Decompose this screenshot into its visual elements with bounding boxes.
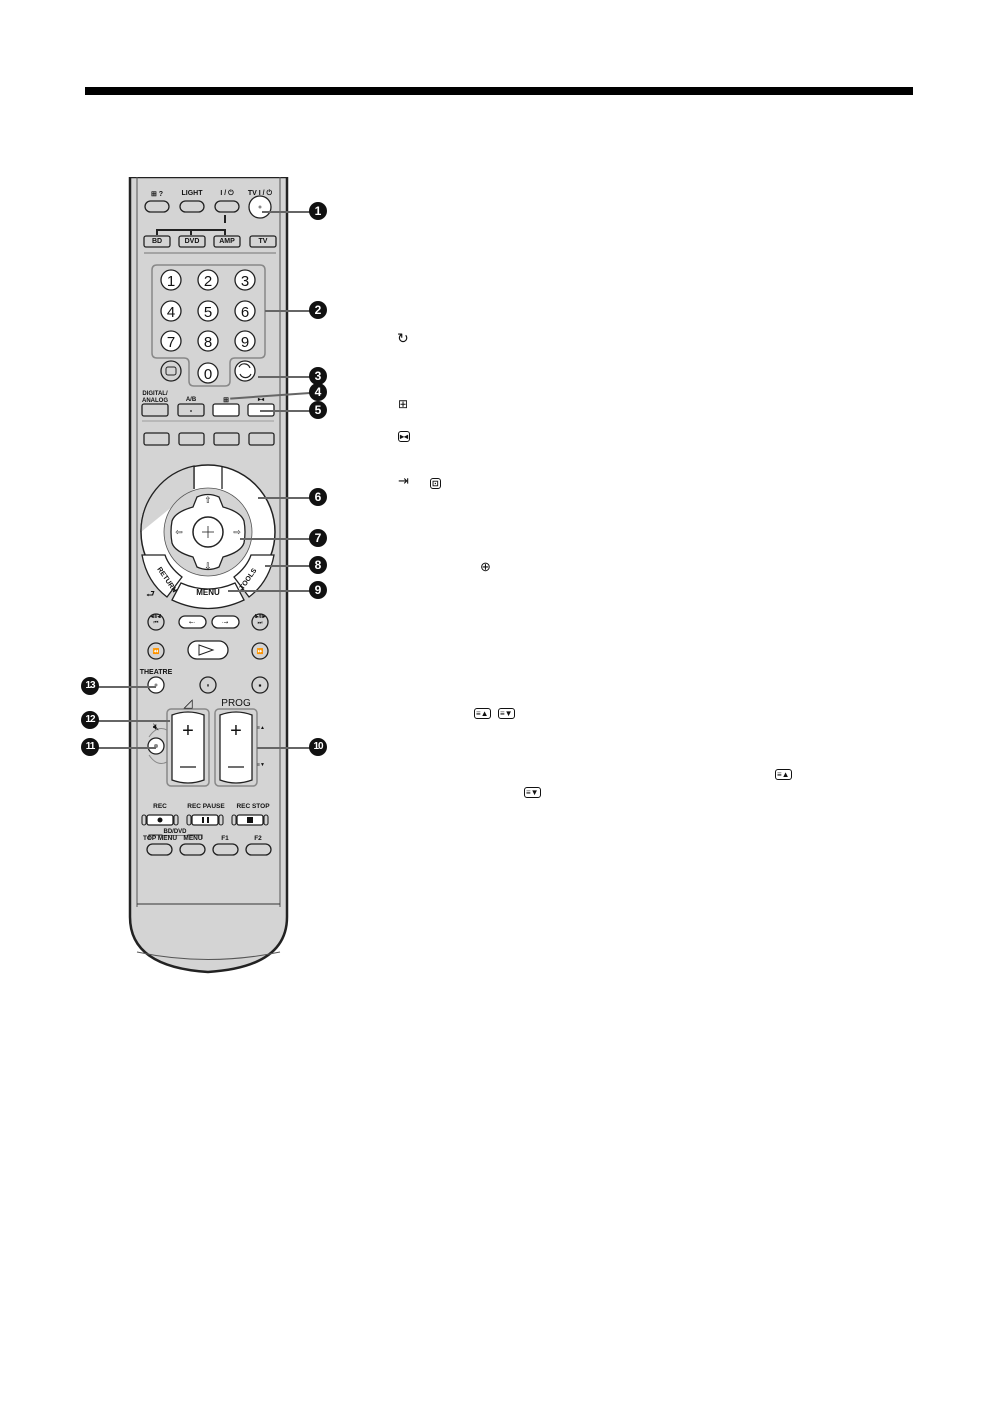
rec-label: REC <box>153 803 167 810</box>
svg-text:0: 0 <box>204 366 212 383</box>
callout-10: 10 <box>309 738 327 756</box>
mute-icon: 🔇︎ <box>152 722 160 733</box>
svg-text:6: 6 <box>241 304 249 321</box>
svg-text:⇦: ⇦ <box>175 528 183 538</box>
page-down-icon: ≡▼ <box>257 762 265 768</box>
callout-1: 1 <box>309 202 327 220</box>
freeze-icon: ▸◂ <box>257 397 265 403</box>
svg-text:2: 2 <box>204 273 212 290</box>
freeze-icon-text: ▸◂ <box>398 431 411 442</box>
callout-6: 6 <box>309 488 327 506</box>
callout-13: 13 <box>81 677 99 695</box>
rec-stop-label: REC STOP <box>236 803 270 810</box>
header-rule <box>85 87 913 95</box>
leader-line-10 <box>257 747 310 749</box>
wide-mode-icon: ⊞ <box>223 397 229 404</box>
callout-4: 4 <box>309 383 327 401</box>
callout-8: 8 <box>309 556 327 574</box>
analog-label: ANALOG <box>142 398 168 404</box>
leader-line-8 <box>265 565 310 567</box>
mode-button-amp[interactable]: AMP <box>219 238 235 245</box>
svg-text:⏪: ⏪ <box>153 648 160 655</box>
leader-line-1 <box>262 211 310 213</box>
next-slow-label: I▸/II▸ <box>254 614 266 620</box>
f1-label: F1 <box>221 835 229 842</box>
svg-text:⇧: ⇧ <box>204 496 212 506</box>
mode-button-bd[interactable]: BD <box>151 238 163 245</box>
svg-text:9: 9 <box>241 334 249 351</box>
callout-2: 2 <box>309 301 327 319</box>
tv-power-label: TV I / ⏻ <box>247 190 273 197</box>
callout-5: 5 <box>309 401 327 419</box>
tv-power-button[interactable] <box>249 196 271 218</box>
callout-12: 12 <box>81 711 99 729</box>
svg-text:+: + <box>182 720 194 742</box>
theatre-label: THEATRE <box>139 669 173 676</box>
menu-label: MENU <box>183 835 203 842</box>
ab-label: A/B <box>185 397 197 403</box>
page-down-icon-text: ≡▼ <box>498 708 515 719</box>
volume-rocker[interactable] <box>172 713 204 785</box>
ok-button-icon: ⊕ <box>480 559 491 574</box>
svg-text:⏮: ⏮ <box>154 620 159 626</box>
leader-line-3 <box>258 376 310 378</box>
svg-text:⏭: ⏭ <box>258 620 263 626</box>
leader-line-11 <box>98 747 156 749</box>
prog-label: PROG <box>221 698 251 709</box>
wide-mode-icon-text: ⊞ <box>398 397 409 411</box>
light-label: LIGHT <box>181 190 203 197</box>
leader-line-12 <box>98 720 170 722</box>
leader-line-2 <box>265 310 310 312</box>
svg-text:←·: ←· <box>189 620 196 626</box>
leader-line-5 <box>260 410 310 412</box>
bd-dvd-label: BD/DVD <box>162 829 188 835</box>
svg-text:+: + <box>230 720 242 742</box>
svg-text:3: 3 <box>241 273 249 290</box>
rec-pause-label: REC PAUSE <box>187 803 225 810</box>
page-up-icon-text-2: ≡▲ <box>775 769 792 780</box>
svg-text:1: 1 <box>167 273 175 290</box>
amp-power-label: I / ⏻ <box>220 190 234 197</box>
svg-text:4: 4 <box>167 304 175 321</box>
amp-power-button[interactable] <box>215 201 239 212</box>
prog-rocker[interactable] <box>220 713 252 785</box>
svg-text:⮐: ⮐ <box>146 589 155 600</box>
prev-slow-label: ◂II/◂I <box>150 614 162 620</box>
svg-text:⇨: ⇨ <box>233 528 241 538</box>
f2-label: F2 <box>254 835 262 842</box>
page-up-icon-text: ≡▲ <box>474 708 491 719</box>
teletext-help-label: ⊞ ? <box>150 191 164 198</box>
callout-9: 9 <box>309 581 327 599</box>
svg-text:⏸: ⏸ <box>207 683 210 689</box>
leader-line-6 <box>258 497 310 499</box>
callout-7: 7 <box>309 529 327 547</box>
digital-label: DIGITAL/ <box>142 391 168 397</box>
mode-button-tv[interactable]: TV <box>258 238 268 245</box>
page-up-icon: ≡▲ <box>257 725 265 731</box>
svg-text:⏩: ⏩ <box>257 648 264 655</box>
top-menu-label: TOP MENU <box>142 835 178 842</box>
light-button[interactable] <box>180 201 204 212</box>
leader-line-13 <box>98 686 156 688</box>
callout-11: 11 <box>81 738 99 756</box>
volume-icon: ◿ <box>183 696 193 710</box>
leader-line-9 <box>228 590 310 592</box>
callout-3: 3 <box>309 367 327 385</box>
svg-text:7: 7 <box>167 334 175 351</box>
svg-text:⏹: ⏹ <box>259 683 262 689</box>
page-down-icon-text-2: ≡▼ <box>524 787 541 798</box>
screen-position-icon: ⊡ <box>430 478 441 489</box>
svg-text:MENU: MENU <box>196 588 220 597</box>
svg-text:5: 5 <box>204 304 212 321</box>
input-select-icon: ⇥ <box>398 473 409 488</box>
svg-text:8: 8 <box>204 334 212 351</box>
svg-text:·→: ·→ <box>222 620 229 626</box>
jump-icon: ↻ <box>397 330 409 346</box>
svg-text:⇩: ⇩ <box>204 562 212 572</box>
leader-line-7 <box>240 538 310 540</box>
teletext-help-button[interactable] <box>145 201 169 212</box>
mode-button-dvd[interactable]: DVD <box>184 238 200 245</box>
